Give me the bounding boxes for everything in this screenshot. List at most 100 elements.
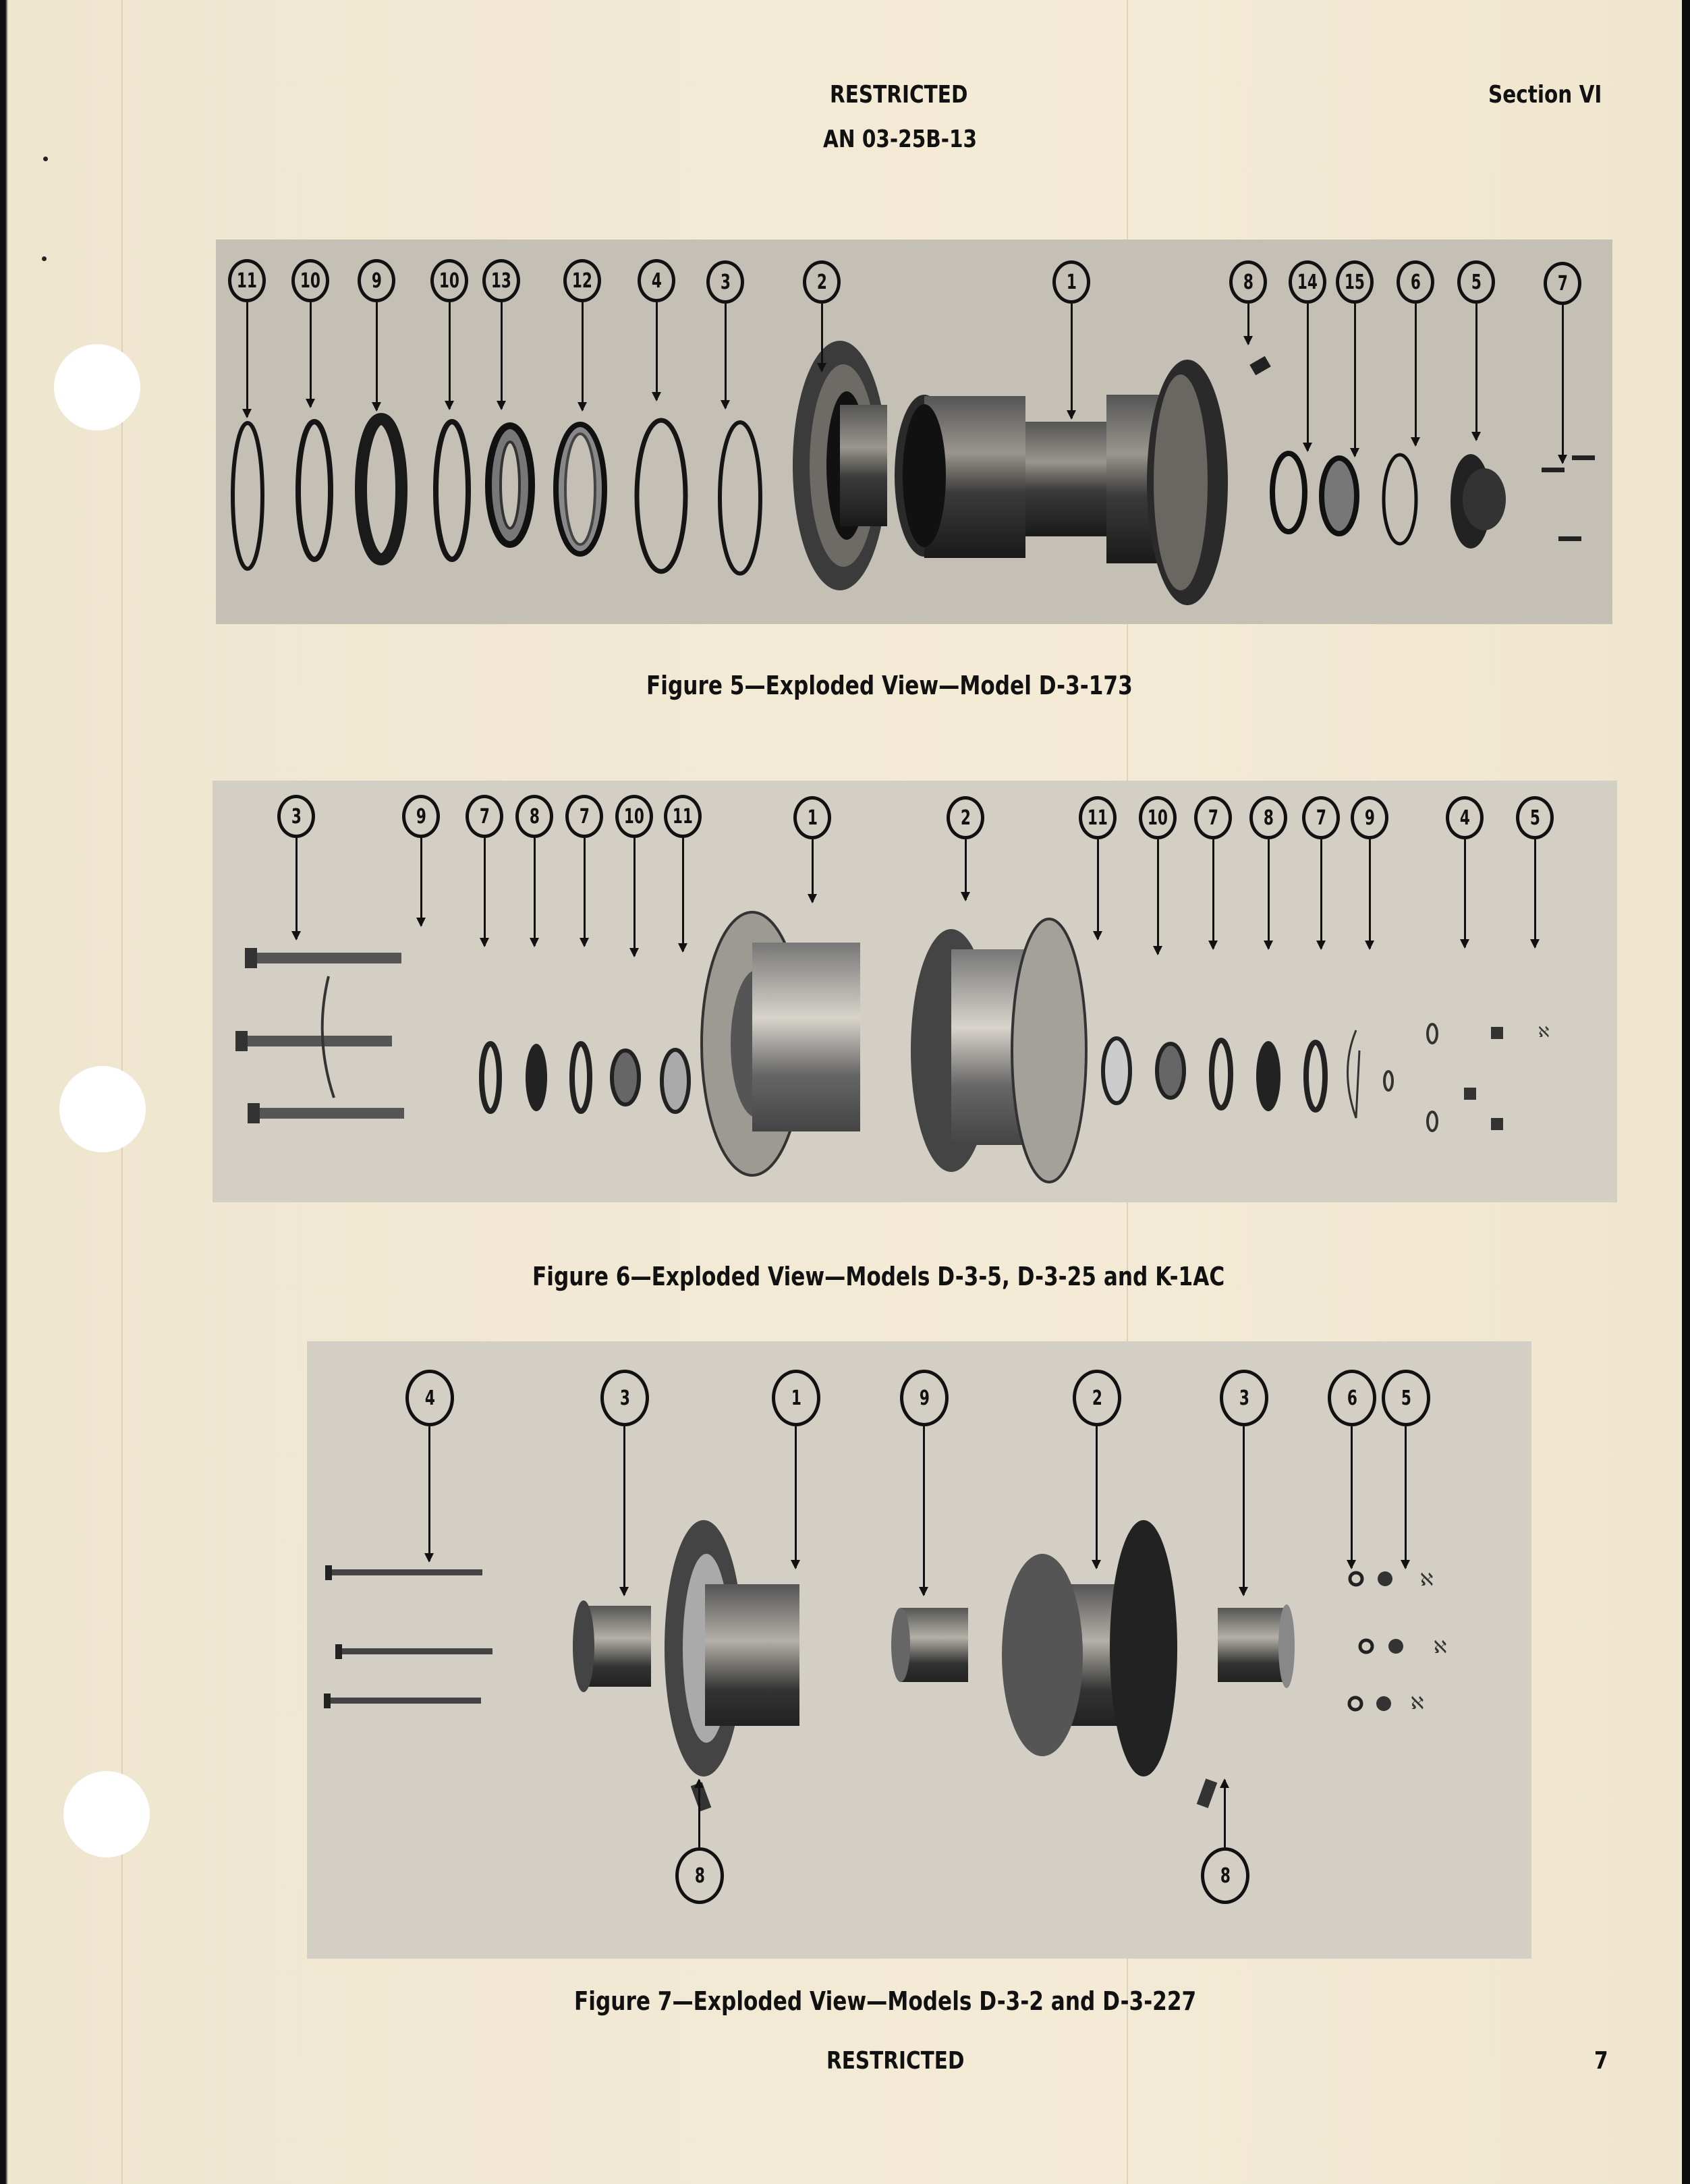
leader-line [629,838,639,957]
leader-line [619,1426,629,1596]
leader-line [416,838,426,927]
leader-line [817,304,826,372]
callout-part-13: 13 [482,259,520,302]
callout-part-11: 11 [1079,796,1117,839]
section-label: Section VI [1488,81,1602,109]
figure-7-parts-illustration: ℵ ℵ ℵ [324,1520,1446,1812]
leader-line [424,1426,434,1563]
figure-6-photo: ℵ [213,781,1617,1202]
callout-part-15: 15 [1336,260,1374,304]
callout-part-6: 6 [1397,260,1434,304]
leader-line [1303,304,1312,452]
svg-text:ℵ: ℵ [1538,1024,1549,1040]
callout-part-9: 9 [1351,796,1388,839]
leader-line [1093,839,1102,941]
leader-line [678,838,687,953]
callout-part-3: 3 [600,1370,649,1426]
binder-hole [59,1066,146,1152]
leader-line [1239,1426,1248,1596]
leader-line [1316,839,1326,950]
page-number: 7 [1594,2047,1608,2075]
callout-part-9: 9 [900,1370,949,1426]
callout-part-4: 4 [1446,796,1484,839]
leader-line [1220,1779,1229,1847]
leader-line [1153,839,1162,955]
callout-part-1: 1 [793,796,831,839]
figure-7-caption: Figure 7—Exploded View—Models D-3-2 and … [574,1986,1197,2016]
callout-part-3: 3 [706,260,744,304]
speck [43,157,48,161]
leader-line [1460,839,1469,949]
svg-text:ℵ: ℵ [1411,1693,1424,1713]
figure-5-caption: Figure 5—Exploded View—Model D-3-173 [646,671,1133,700]
leader-line [1264,839,1273,950]
figure-6-caption: Figure 6—Exploded View—Models D-3-5, D-3… [532,1262,1225,1291]
callout-part-1: 1 [1052,260,1090,304]
binder-hole [54,344,140,430]
figure-5-parts-illustration [231,341,1595,605]
leader-line [530,838,539,947]
leader-line [1401,1426,1410,1569]
leader-line [1411,304,1420,447]
callout-part-10: 10 [615,795,653,838]
callout-part-7: 7 [1544,262,1581,305]
callout-part-9: 9 [358,259,395,302]
callout-part-3: 3 [1220,1370,1268,1426]
leader-line [306,302,315,408]
callout-part-1: 1 [772,1370,820,1426]
leader-line [242,302,252,418]
callout-part-4: 4 [638,259,675,302]
leader-line [1365,839,1374,950]
callout-part-9: 9 [402,795,440,838]
leader-line [445,302,454,410]
callout-part-10: 10 [291,259,329,302]
svg-text:ℵ: ℵ [1434,1637,1446,1657]
leader-line [1208,839,1218,950]
scan-edge [1682,0,1690,2184]
callout-part-4: 4 [405,1370,454,1426]
leader-line [1067,304,1076,420]
callout-part-8: 8 [515,795,553,838]
callout-part-7: 7 [1194,796,1232,839]
callout-part-8: 8 [1249,796,1287,839]
leader-line [721,304,730,410]
leader-line [808,839,817,903]
leader-line [1092,1426,1101,1569]
leader-line [497,302,506,410]
leader-line [1471,304,1481,441]
callout-part-7: 7 [565,795,603,838]
callout-part-11: 11 [664,795,702,838]
leader-line [1350,304,1359,457]
leader-line [694,1779,704,1847]
leader-line [580,838,589,947]
callout-part-8: 8 [675,1847,724,1904]
speck [42,256,47,261]
figure-6-parts-illustration: ℵ [235,911,1549,1183]
callout-part-6: 6 [1328,1370,1376,1426]
callout-part-5: 5 [1516,796,1554,839]
callout-part-5: 5 [1382,1370,1430,1426]
leader-line [791,1426,800,1569]
leader-line [1347,1426,1356,1569]
callout-part-11: 11 [228,259,266,302]
callout-part-2: 2 [803,260,841,304]
callout-part-5: 5 [1457,260,1495,304]
document-number: AN 03-25B-13 [823,125,978,153]
leader-line [1558,305,1567,464]
leader-line [291,838,301,941]
leader-line [961,839,970,901]
callout-part-7: 7 [1302,796,1340,839]
callout-part-8: 8 [1229,260,1267,304]
callout-part-12: 12 [563,259,601,302]
callout-part-2: 2 [947,796,984,839]
callout-part-14: 14 [1289,260,1326,304]
leader-line [372,302,381,412]
leader-line [480,838,489,947]
leader-line [578,302,587,412]
classification-footer: RESTRICTED [826,2047,965,2075]
leader-line [652,302,661,401]
classification-header: RESTRICTED [830,81,968,109]
callout-part-2: 2 [1073,1370,1121,1426]
callout-part-10: 10 [1139,796,1177,839]
